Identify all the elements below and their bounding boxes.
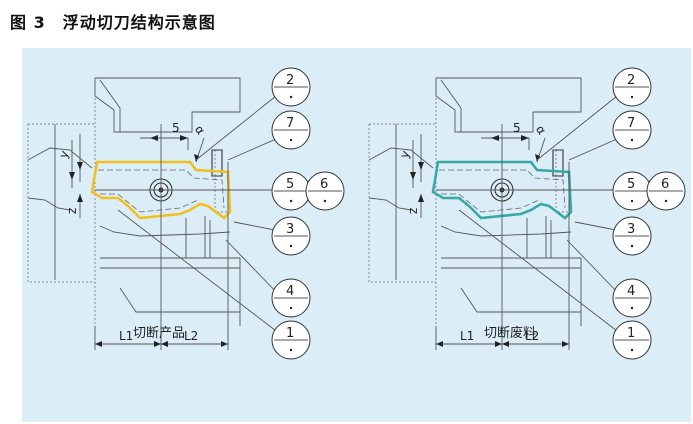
dim-l2-label: L2 — [525, 329, 539, 343]
balloon-2: 2 — [286, 73, 294, 88]
diagram-cut-waste: 5 α y z L1 L2 2 7 5 6 3 4 1 — [368, 67, 686, 360]
dim-gap-label: 5 — [513, 121, 521, 135]
balloon-4: 4 — [286, 284, 294, 299]
balloon-6: 6 — [320, 177, 328, 192]
dim-l2-label: L2 — [184, 329, 198, 343]
waste-outline — [431, 160, 573, 220]
dim-l1-label: L1 — [460, 329, 474, 343]
tool-outline-lines — [368, 77, 582, 326]
balloon-2: 2 — [627, 73, 635, 88]
part-balloons: 2 7 5 6 3 4 1 — [612, 67, 686, 360]
balloon-4: 4 — [627, 284, 635, 299]
balloon-5: 5 — [627, 177, 635, 192]
dim-alpha-label: α — [533, 123, 549, 138]
balloon-1: 1 — [286, 326, 294, 341]
dim-gap-label: 5 — [172, 121, 180, 135]
leader-lines — [117, 95, 281, 335]
tool-outline-lines — [27, 77, 241, 326]
dim-l1-label: L1 — [119, 329, 133, 343]
dimension-lines — [410, 124, 641, 350]
caption-cut-waste: 切断废料 — [484, 326, 537, 341]
product-outline — [90, 160, 232, 220]
diagram-cut-product: 5 α y z L1 L2 2 7 5 6 3 4 1 — [27, 67, 345, 360]
balloon-1: 1 — [627, 326, 635, 341]
dim-alpha-label: α — [192, 123, 208, 138]
balloon-6: 6 — [661, 177, 669, 192]
balloon-5: 5 — [286, 177, 294, 192]
figure-title: 图 3 浮动切刀结构示意图 — [10, 13, 216, 32]
balloon-3: 3 — [627, 222, 635, 237]
balloon-7: 7 — [286, 116, 294, 131]
leader-lines — [458, 95, 622, 335]
part-balloons: 2 7 5 6 3 4 1 — [271, 67, 345, 360]
dim-z-label: z — [65, 208, 79, 214]
caption-cut-product: 切断产品 — [133, 326, 186, 341]
balloon-7: 7 — [627, 116, 635, 131]
dimension-lines — [69, 124, 300, 350]
dim-y-label: y — [56, 149, 72, 160]
dim-y-label: y — [397, 149, 413, 160]
balloon-3: 3 — [286, 222, 294, 237]
dim-z-label: z — [406, 208, 420, 214]
